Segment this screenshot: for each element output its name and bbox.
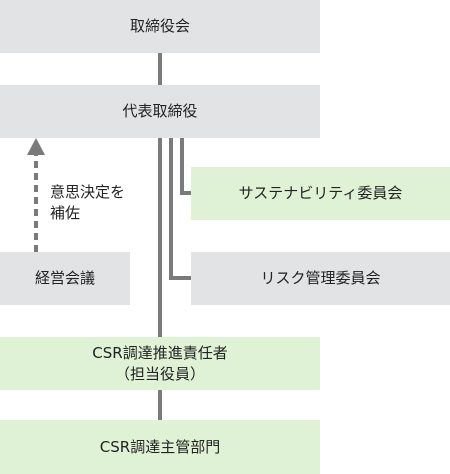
csr-officer-label-line2: （担当役員）: [114, 364, 205, 383]
board-label: 取締役会: [129, 17, 190, 36]
management-meeting-box: 経営会議: [0, 252, 130, 305]
csr-officer-box: CSR調達推進責任者 （担当役員）: [0, 337, 320, 390]
line-to-sustainability-committee: [180, 138, 191, 195]
board-box: 取締役会: [0, 0, 320, 53]
representative-label: 代表取締役: [122, 102, 198, 121]
risk-committee-label: リスク管理委員会: [260, 269, 381, 288]
sustainability-committee-label: サステナビリティ委員会: [238, 184, 403, 203]
line-to-risk-committee: [169, 138, 191, 280]
csr-department-box: CSR調達主管部門: [0, 420, 320, 474]
support-annotation: 意思決定を 補佐: [50, 182, 125, 224]
representative-box: 代表取締役: [0, 85, 320, 138]
arrow-up-icon: [27, 138, 45, 155]
support-annotation-line1: 意思決定を: [50, 183, 126, 201]
management-meeting-label: 経営会議: [34, 269, 95, 288]
sustainability-committee-box: サステナビリティ委員会: [191, 167, 450, 220]
support-annotation-line2: 補佐: [50, 204, 81, 222]
csr-department-label: CSR調達主管部門: [99, 437, 221, 456]
csr-officer-label-line1: CSR調達推進責任者: [92, 344, 228, 363]
risk-committee-box: リスク管理委員会: [191, 252, 450, 305]
